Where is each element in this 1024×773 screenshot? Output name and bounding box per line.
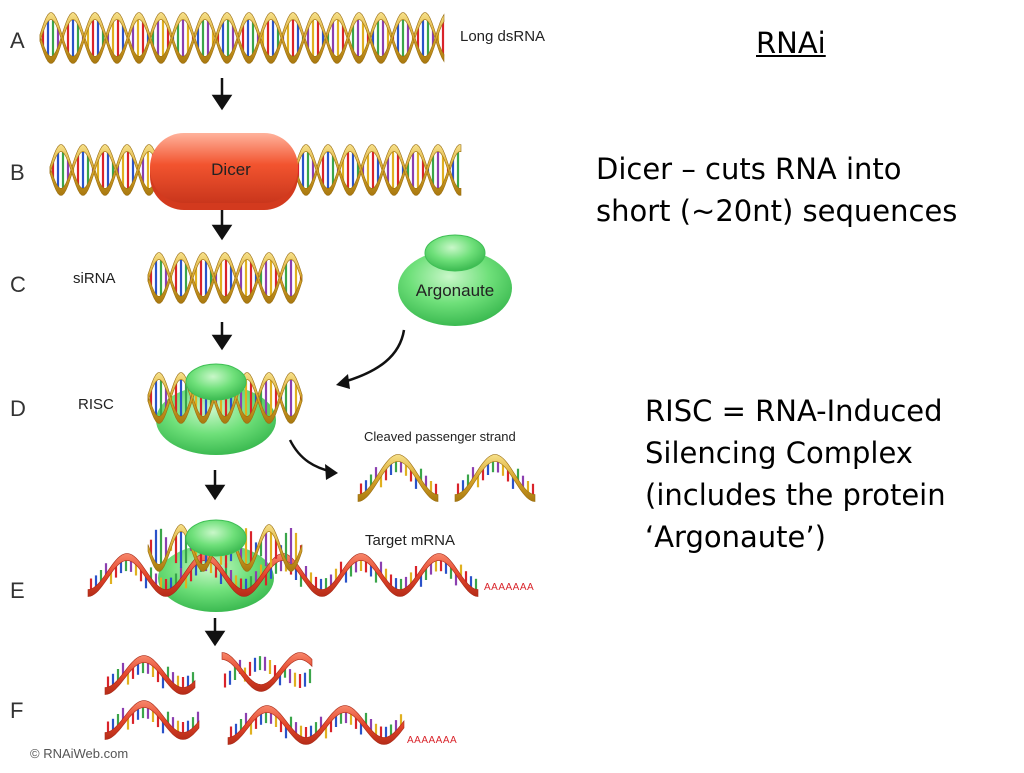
strand-a1 — [39, 12, 445, 64]
argonaute-label: Argonaute — [416, 281, 494, 300]
strand-b4 — [294, 144, 462, 196]
passenger-arrowhead — [325, 464, 338, 480]
risc-complex — [147, 363, 303, 455]
dicer-line-1: Dicer – cuts RNA into — [596, 152, 902, 186]
stage-label-c: C — [10, 272, 26, 297]
risc-description: RISC = RNA-Induced Silencing Complex (in… — [645, 390, 946, 558]
slide-title: RNAi — [756, 26, 826, 60]
strand-mrna — [87, 553, 479, 597]
stage-label-a: A — [10, 28, 25, 53]
cleaved-passenger-label: Cleaved passenger strand — [364, 429, 516, 444]
rnai-diagram-graphic: Dicer Argonaute — [39, 12, 536, 745]
sirna-helix — [147, 252, 303, 304]
strand-p2 — [454, 454, 536, 502]
risc-line-2: Silencing Complex — [645, 436, 913, 470]
copyright-notice: © RNAiWeb.com — [30, 746, 129, 761]
target-mrna-binding — [87, 519, 479, 612]
strand-f1 — [104, 655, 196, 695]
argonaute-arrowhead — [336, 374, 350, 389]
dicer-line-2: short (~20nt) sequences — [596, 194, 958, 228]
poly-a-tail-e: AAAAAAA — [484, 582, 535, 593]
risc-line-1: RISC = RNA-Induced — [645, 394, 943, 428]
strand-f2 — [221, 652, 313, 692]
rnai-diagram: Dicer Argonaute — [10, 12, 546, 761]
cleaved-mrna — [104, 652, 405, 745]
sirna-label: siRNA — [73, 270, 116, 287]
flow-arrows — [204, 78, 233, 647]
strand-c2 — [147, 252, 303, 304]
strand-f4 — [227, 705, 405, 745]
dicer-step: Dicer — [49, 133, 462, 210]
risc-label: RISC — [78, 396, 114, 413]
stage-label-b: B — [10, 160, 25, 185]
dicer-enzyme — [150, 133, 298, 203]
rungs-c — [149, 256, 303, 300]
long-dsrna-helix — [39, 12, 445, 64]
strand-f3 — [104, 700, 200, 740]
stage-label-e: E — [10, 578, 25, 603]
argonaute-protein: Argonaute — [398, 234, 512, 326]
risc-line-4: ‘Argonaute’) — [645, 520, 826, 554]
stage-label-d: D — [10, 396, 26, 421]
strand-p1 — [357, 454, 439, 502]
stage-label-f: F — [10, 698, 24, 723]
risc-line-3: (includes the protein — [645, 478, 946, 512]
long-dsrna-label: Long dsRNA — [460, 28, 546, 45]
argonaute-arrow — [339, 329, 406, 385]
rungs-a — [41, 16, 445, 60]
poly-a-tail-f: AAAAAAA — [407, 735, 458, 746]
cleaved-passenger-strand — [357, 454, 536, 502]
dicer-label: Dicer — [211, 160, 251, 179]
target-mrna-label: Target mRNA — [365, 532, 456, 549]
strand-a2 — [39, 12, 445, 64]
dicer-description: Dicer – cuts RNA into short (~20nt) sequ… — [596, 148, 957, 232]
